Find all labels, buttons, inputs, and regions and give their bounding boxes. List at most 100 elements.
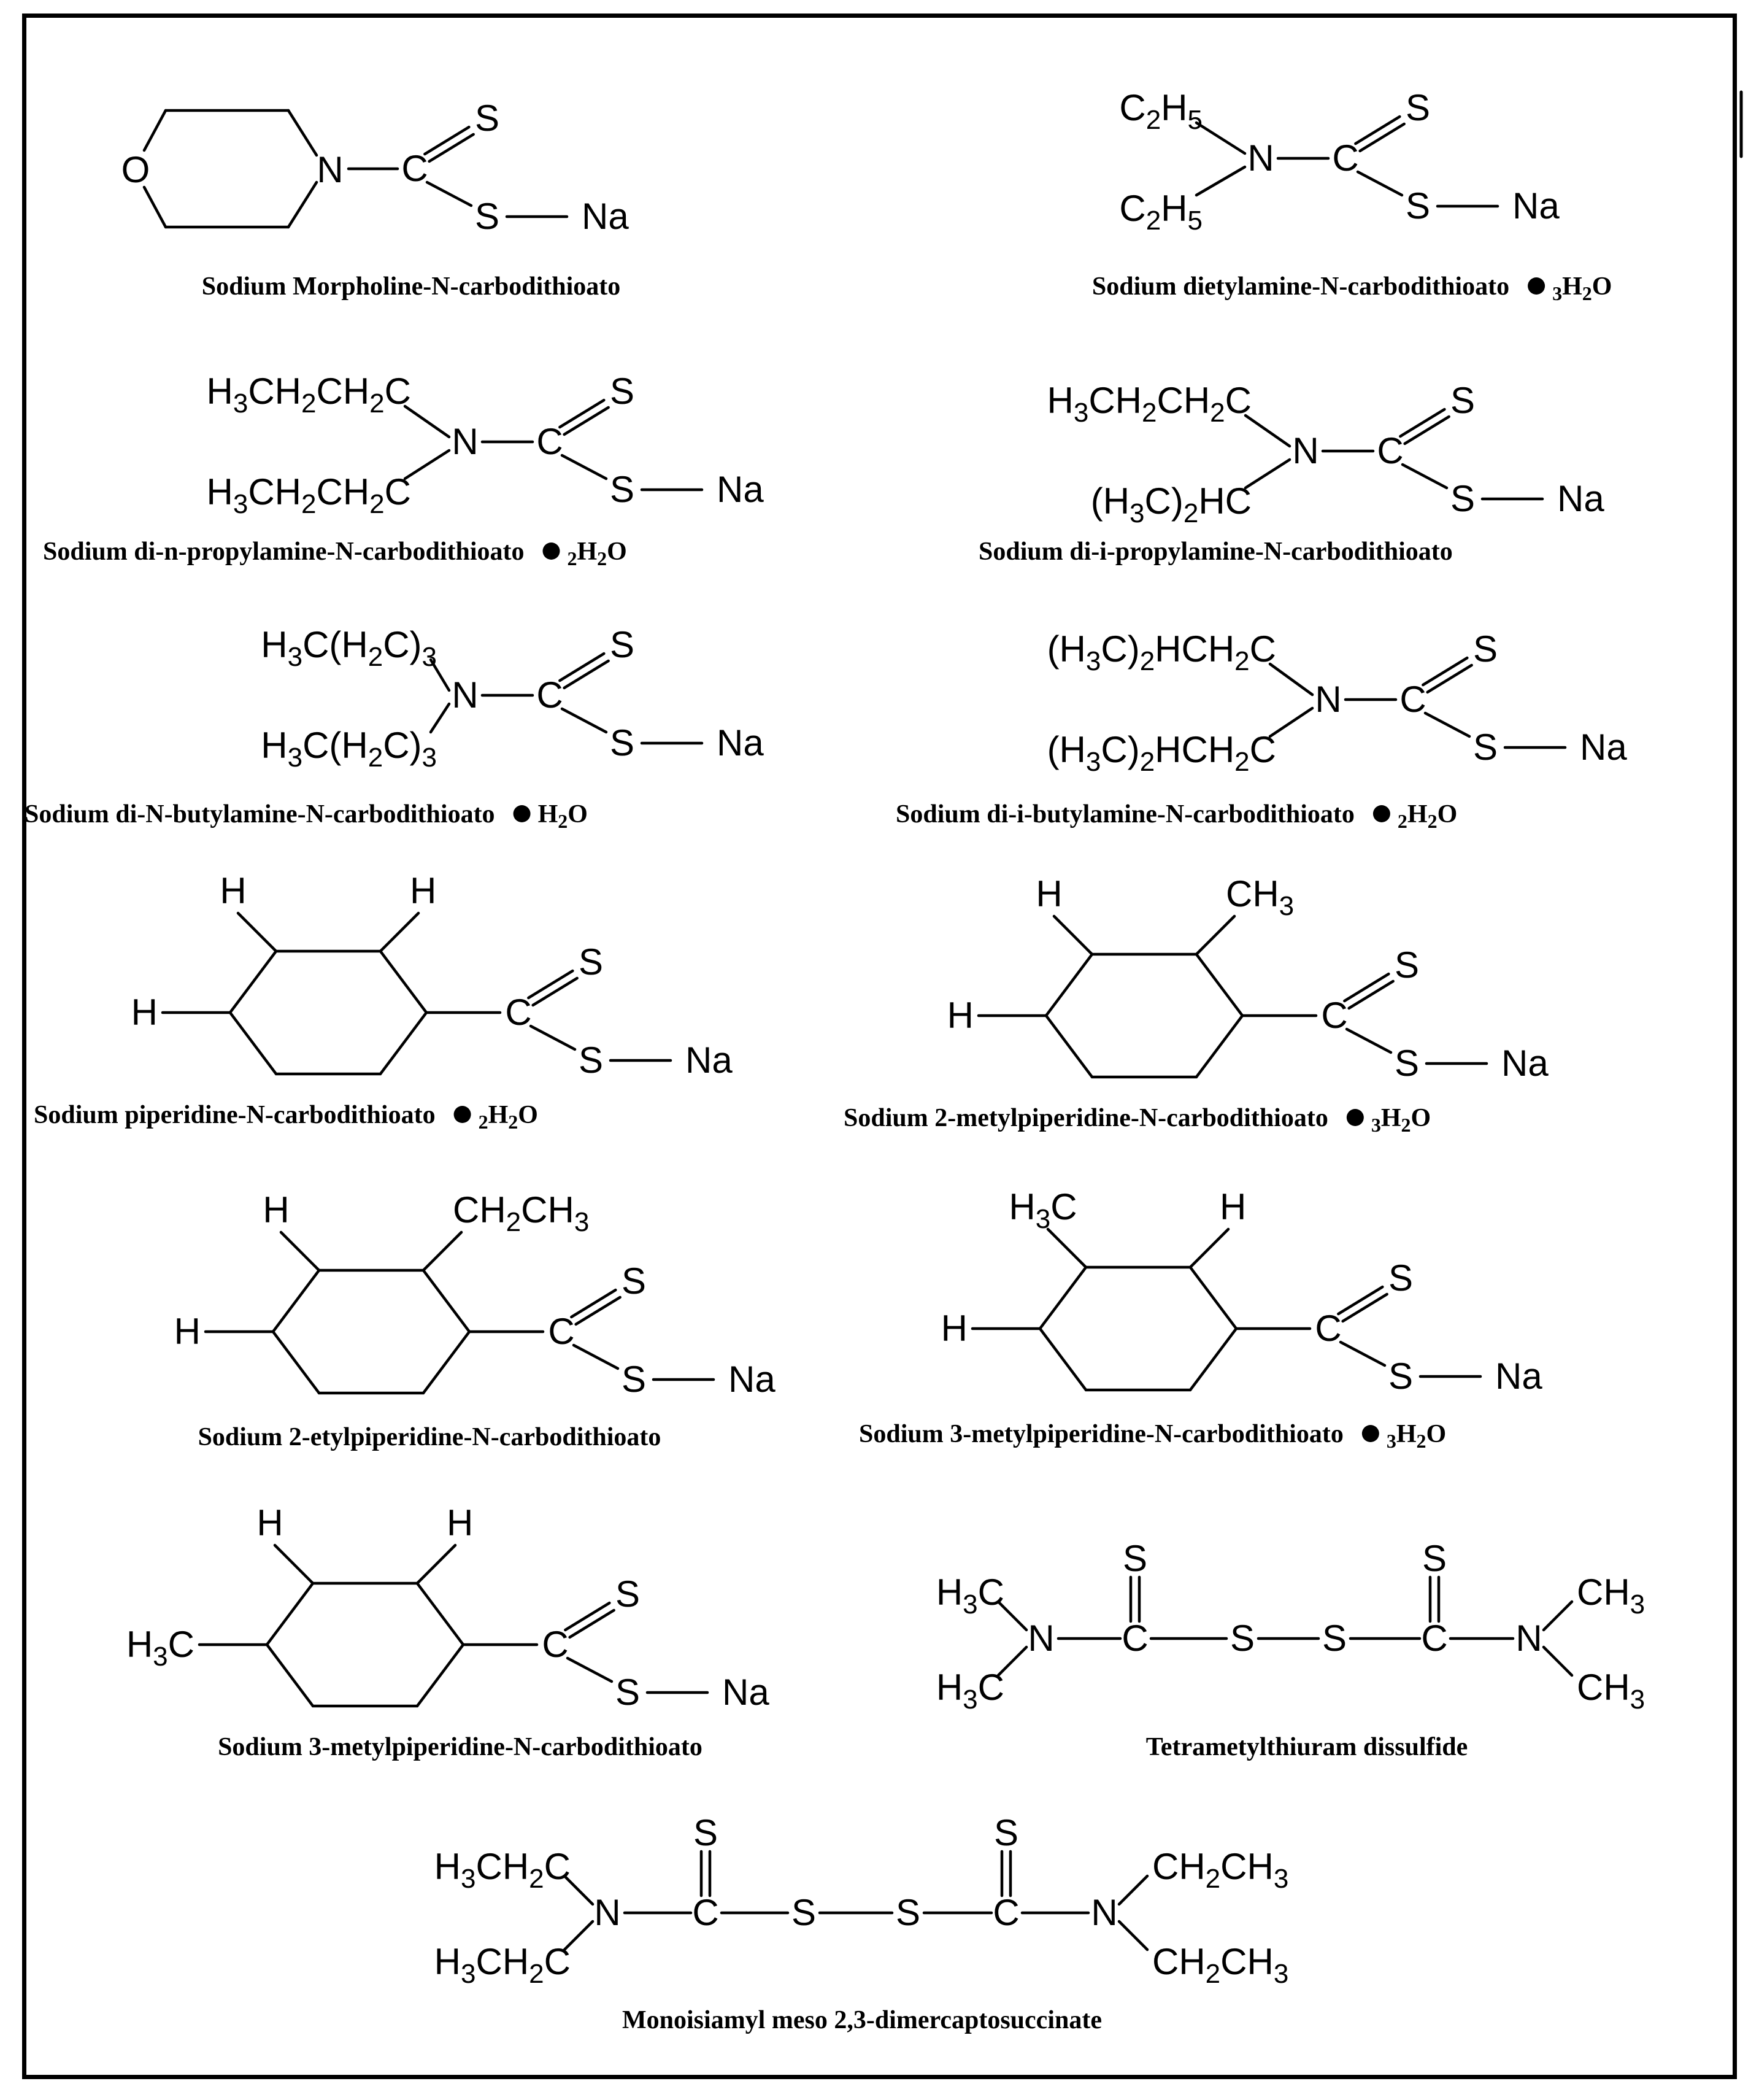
single-bond	[572, 1343, 620, 1370]
sulfur-atom: S	[610, 722, 634, 763]
double-bond	[558, 652, 606, 682]
double-bond	[574, 1295, 622, 1326]
bond-line	[421, 1230, 463, 1272]
bond-line	[1052, 914, 1094, 956]
sulfur-atom: S	[1322, 1618, 1347, 1659]
hydrate-formula: 2​H2​O	[1398, 800, 1457, 832]
bond-line	[287, 180, 318, 229]
double-bond	[570, 1288, 617, 1319]
bond-line	[1117, 1874, 1149, 1906]
sulfur-atom: S	[1406, 87, 1430, 128]
nitrogen-atom: N	[452, 421, 478, 462]
sulfur-atom: S	[1388, 1356, 1413, 1397]
bond-line	[1268, 706, 1314, 738]
bond-line	[403, 404, 451, 439]
substituent: H	[263, 1189, 289, 1230]
carbon-atom: C	[993, 1892, 1019, 1933]
sulfur-atom: S	[1230, 1618, 1255, 1659]
compound-name: Sodium 3-metylpiperidine-N-carbodithioat…	[218, 1733, 702, 1761]
substituent: H	[1036, 873, 1062, 914]
alkyl-group: CH3​	[1577, 1667, 1645, 1715]
single-bond	[1401, 463, 1449, 490]
bond-line	[287, 109, 318, 157]
sulfur-atom: S	[615, 1573, 640, 1615]
bond-line	[236, 911, 278, 953]
single-bond	[560, 707, 608, 734]
sulfur-atom: S	[622, 1260, 646, 1302]
sulfur-atom: S	[1473, 628, 1498, 670]
hydrate-dot-icon	[542, 542, 560, 560]
compound-6: (H3​C)2​HCH2​C(H3​C)2​HCH2​CNCSSNaSodium…	[896, 628, 1627, 832]
carbon-atom: C	[1122, 1618, 1148, 1659]
single-bond	[1356, 170, 1404, 197]
single-bond	[1423, 711, 1471, 738]
compound-name: Sodium piperidine-N-carbodithioato	[34, 1101, 436, 1129]
compound-name: Sodium di-i-butylamine-N-carbodithioato	[896, 800, 1355, 828]
double-bond	[1403, 415, 1450, 446]
hydrate-formula: 3​H2​O	[1552, 272, 1612, 304]
bond-line	[273, 1543, 315, 1585]
compound-name: Sodium 3-metylpiperidine-N-carbodithioat…	[859, 1420, 1344, 1448]
cyclohexane-ring	[271, 1268, 471, 1395]
alkyl-group: CH3​	[1577, 1572, 1645, 1619]
sodium-atom: Na	[717, 722, 764, 763]
nitrogen-atom: N	[1247, 137, 1274, 179]
sodium-atom: Na	[1501, 1043, 1549, 1084]
single-bond	[560, 454, 608, 481]
substituent: H3​C	[126, 1624, 194, 1672]
substituent: H	[447, 1502, 473, 1543]
substituent: H	[174, 1311, 201, 1352]
bond-line	[1188, 1227, 1230, 1269]
nitrogen-atom: N	[1091, 1892, 1117, 1933]
bond-line	[1244, 414, 1291, 448]
sulfur-atom: S	[994, 1812, 1018, 1853]
alkyl-group: H3​C	[936, 1667, 1004, 1715]
sulfur-atom: S	[622, 1359, 646, 1400]
double-bond	[1341, 1292, 1388, 1323]
sulfur-atom: S	[1388, 1257, 1413, 1299]
hydrate-dot-icon	[453, 1106, 471, 1123]
substituent: H	[410, 870, 436, 911]
alkyl-group: (H3​C)2​HC	[1091, 481, 1252, 528]
substituent: H	[1220, 1186, 1246, 1227]
hydrate-formula: 3​H2​O	[1371, 1104, 1431, 1136]
alkyl-group: H3​CH2​C	[434, 1941, 571, 1989]
carbon-atom: C	[1421, 1618, 1447, 1659]
substituent: CH3​	[1226, 873, 1294, 921]
bond-line	[996, 1600, 1028, 1632]
bond-line	[996, 1645, 1028, 1677]
nitrogen-atom: N	[1315, 679, 1341, 720]
compound-13: H3​CH2​CH3​CH2​CNCSSSCSNCH2​CH3​CH2​CH3​…	[434, 1812, 1289, 2034]
bond-line	[1195, 914, 1236, 956]
sulfur-atom: S	[791, 1892, 816, 1933]
sulfur-atom: S	[1422, 1538, 1447, 1579]
substituent: H	[941, 1308, 968, 1349]
sodium-atom: Na	[1495, 1356, 1542, 1397]
sodium-atom: Na	[728, 1359, 776, 1400]
sodium-atom: Na	[717, 469, 764, 510]
substituent: H	[220, 870, 246, 911]
cyclohexane-ring	[265, 1581, 465, 1708]
sulfur-atom: S	[579, 941, 603, 982]
sulfur-atom: S	[1450, 478, 1475, 519]
double-bond	[1354, 115, 1401, 145]
double-bond	[563, 406, 610, 436]
sulfur-atom: S	[1123, 1538, 1147, 1579]
sulfur-atom: S	[475, 196, 499, 237]
sulfur-atom: S	[610, 371, 634, 412]
double-bond	[531, 976, 579, 1007]
nitrogen-atom: N	[1028, 1618, 1054, 1659]
nitrogen-atom: N	[317, 149, 343, 190]
sulfur-atom: S	[1450, 380, 1475, 421]
double-bond	[1343, 972, 1390, 1003]
cyclohexane-ring	[1038, 1265, 1238, 1392]
substituent: CH2​CH3​	[453, 1189, 589, 1237]
alkyl-group: H3​C(H2​C)3​	[261, 725, 437, 773]
nitrogen-atom: N	[594, 1892, 620, 1933]
bond-line	[1542, 1600, 1574, 1632]
bond-line	[379, 911, 420, 953]
sodium-atom: Na	[685, 1040, 733, 1081]
